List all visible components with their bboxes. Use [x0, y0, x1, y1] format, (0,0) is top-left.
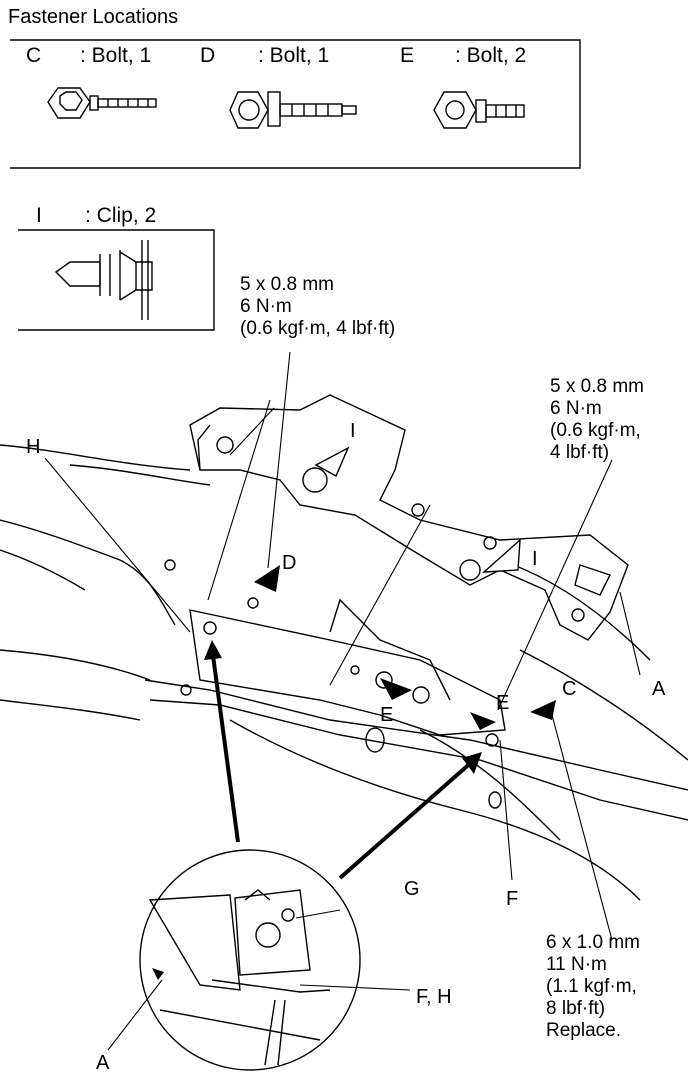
spec-bottom-line: (1.1 kgf·m, [546, 976, 637, 997]
spec-right-line: (0.6 kgf·m, [550, 420, 641, 441]
bolt-c-icon [47, 87, 157, 119]
callout-i-upper: I [350, 420, 356, 442]
callout-g: G [404, 878, 420, 900]
fastener-e-letter: E [400, 44, 415, 67]
clip-box-border [18, 229, 215, 331]
spec-right: 5 x 0.8 mm 6 N·m (0.6 kgf·m, 4 lbf·ft) [550, 376, 644, 464]
spec-bottom: 6 x 1.0 mm 11 N·m (1.1 kgf·m, 8 lbf·ft) … [546, 932, 640, 1042]
fastener-d-desc: : Bolt, 1 [258, 44, 330, 67]
legend-box-border [10, 39, 581, 169]
page-title: Fastener Locations [8, 6, 179, 28]
detail-inset [139, 849, 361, 1071]
spec-top-line: (0.6 kgf·m, 4 lbf·ft) [240, 318, 396, 339]
spec-bottom-line: Replace. [546, 1020, 621, 1041]
spec-top: 5 x 0.8 mm 6 N·m (0.6 kgf·m, 4 lbf·ft) [240, 274, 395, 340]
callout-a-right: A [652, 678, 666, 700]
fastener-c-desc: : Bolt, 1 [80, 44, 152, 67]
bolt-d-icon [229, 91, 357, 129]
spec-right-line: 4 lbf·ft) [550, 442, 610, 463]
fastener-i-desc: : Clip, 2 [85, 204, 157, 227]
callout-e-right: E [496, 692, 510, 714]
callout-f-h: F, H [416, 986, 452, 1008]
callout-d: D [282, 552, 297, 574]
bracket-assembly [164, 394, 629, 809]
fastener-e-desc: : Bolt, 2 [455, 44, 527, 67]
callout-h: H [26, 436, 41, 458]
leader-lines [44, 351, 641, 1051]
callout-f: F [506, 888, 519, 910]
clip-i-icon [54, 240, 153, 320]
fastener-c-letter: C [26, 44, 42, 67]
callout-c: C [562, 678, 577, 700]
spec-right-line: 6 N·m [550, 398, 602, 419]
spec-top-line: 5 x 0.8 mm [240, 274, 334, 295]
detail-arrows [210, 647, 476, 880]
spec-bottom-line: 6 x 1.0 mm [546, 932, 640, 953]
spec-bottom-line: 8 lbf·ft) [546, 998, 606, 1019]
spec-top-line: 6 N·m [240, 296, 292, 317]
callout-i-lower: I [532, 548, 538, 570]
dashboard-body-lines [0, 444, 688, 901]
fastener-i-letter: I [36, 204, 42, 227]
fastener-d-letter: D [200, 44, 216, 67]
spec-bottom-line: 11 N·m [546, 954, 607, 975]
callout-e-left: E [380, 704, 394, 726]
callout-a-bottom: A [96, 1052, 110, 1074]
spec-right-line: 5 x 0.8 mm [550, 376, 644, 397]
bolt-e-icon [433, 91, 525, 129]
